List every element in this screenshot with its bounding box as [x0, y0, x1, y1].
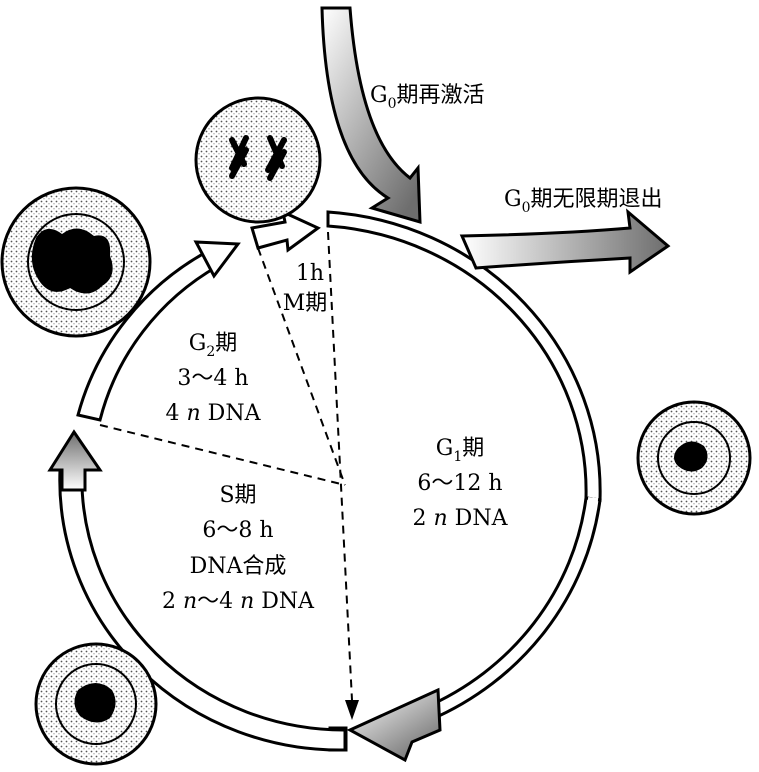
cell-s — [34, 642, 158, 766]
label-g1-time: 6～12 h — [417, 471, 502, 496]
g1-band-lower — [421, 496, 602, 722]
cell-g2 — [0, 186, 152, 338]
g1-arrowhead — [346, 687, 442, 763]
g0-reactivate-arrow — [320, 6, 422, 225]
label-g0-reactivate: G0期再激活 — [370, 83, 485, 112]
label-m-duration: 1h — [296, 261, 324, 286]
label-g0-exit: G0期无限期退出 — [504, 187, 663, 216]
divider-m-g1 — [327, 231, 353, 701]
divider-g2-m — [257, 247, 346, 486]
label-g2-dna: 4 n DNA — [166, 401, 262, 426]
label-s-title: S期 — [219, 483, 256, 508]
label-g1-dna: 2 n DNA — [413, 506, 509, 531]
s-arrowhead — [47, 429, 103, 492]
label-s-time: 6～8 h — [202, 518, 273, 543]
label-s-desc: DNA合成 — [190, 554, 287, 579]
g2-arrowhead — [193, 240, 241, 279]
label-s-dna: 2 n～4 n DNA — [162, 589, 315, 614]
label-m-phase: M期 — [283, 291, 328, 316]
cell-g1 — [636, 400, 752, 516]
label-g2-title: G2期 — [189, 331, 238, 360]
m-arrow — [250, 209, 321, 253]
divider-arrowhead — [345, 700, 359, 720]
cell-metaphase — [194, 96, 322, 224]
label-g1-title: G1期 — [436, 436, 485, 465]
label-g2-time: 3～4 h — [177, 366, 248, 391]
divider-s-g2 — [99, 424, 346, 486]
g0-exit-arrow — [459, 208, 671, 275]
